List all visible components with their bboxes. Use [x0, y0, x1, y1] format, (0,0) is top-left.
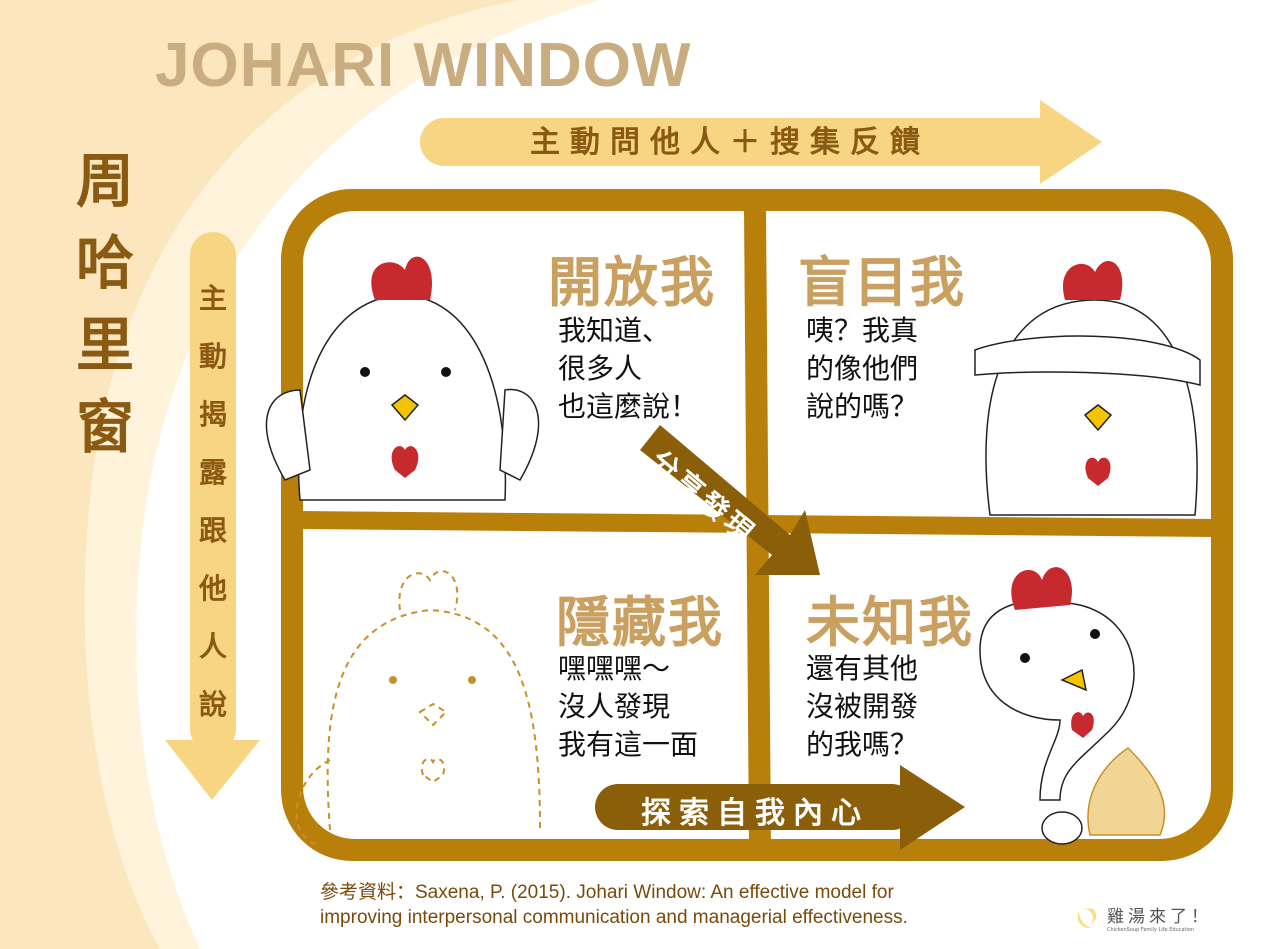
chicken-open-illustration	[265, 256, 540, 501]
brand-logo: 雞湯來了！ ChickenSoup Family Life Education	[1075, 902, 1212, 933]
vertical-title-char: 里	[75, 311, 134, 379]
vertical-title-char: 窗	[75, 393, 134, 461]
reference-line: improving interpersonal communication an…	[320, 907, 908, 928]
reference-line: 參考資料：Saxena, P. (2015). Johari Window: A…	[320, 882, 894, 903]
quadrant-open-title: 開放我	[548, 251, 716, 314]
left-arrow-label: 主 動 揭 露 跟 他 人 說	[188, 270, 238, 734]
chicken-blindfold-illustration	[974, 261, 1201, 516]
reference-citation: 參考資料：Saxena, P. (2015). Johari Window: A…	[320, 880, 908, 930]
left-arrow-char: 跟	[198, 514, 227, 547]
quadrant-blind-title: 盲目我	[798, 251, 966, 314]
chicken-hidden-illustration	[295, 570, 541, 846]
quadrant-hidden-text: 嘿嘿嘿～ 沒人發現 我有這一面	[558, 652, 699, 761]
vertical-title: 周 哈 里 窗	[70, 140, 140, 468]
left-arrow-char: 他	[198, 572, 227, 605]
logo-name: 雞湯來了！	[1107, 907, 1212, 927]
vertical-title-char: 哈	[75, 229, 134, 297]
quadrant-hidden-title: 隱藏我	[556, 591, 724, 654]
moon-logo-icon	[1077, 907, 1097, 928]
left-arrow	[165, 232, 260, 800]
top-arrow	[420, 100, 1102, 184]
top-arrow-label: 主動問他人＋搜集反饋	[530, 125, 930, 160]
left-arrow-char: 揭	[198, 398, 227, 431]
chicken-question-illustration	[979, 567, 1166, 845]
left-arrow-char: 動	[198, 340, 227, 373]
quadrant-unknown-text: 還有其他 沒被開發 的我嗎？	[806, 652, 919, 761]
left-arrow-char: 人	[198, 630, 227, 663]
vertical-title-char: 周	[75, 147, 134, 215]
page-title: JOHARI WINDOW	[155, 31, 692, 100]
left-arrow-char: 主	[198, 282, 227, 315]
bottom-arrow-label: 探索自我內心	[641, 796, 869, 831]
quadrant-open-text: 我知道、 很多人 也這麼說！	[558, 314, 699, 423]
quadrant-unknown-title: 未知我	[806, 591, 974, 654]
left-arrow-char: 露	[198, 456, 227, 489]
bottom-arrow	[595, 765, 965, 850]
diagonal-arrow	[640, 425, 820, 575]
quadrant-blind-text: 咦？我真 的像他們 說的嗎？	[806, 314, 919, 423]
logo-subtitle: ChickenSoup Family Life Education	[1107, 927, 1195, 933]
left-arrow-char: 說	[198, 688, 227, 721]
